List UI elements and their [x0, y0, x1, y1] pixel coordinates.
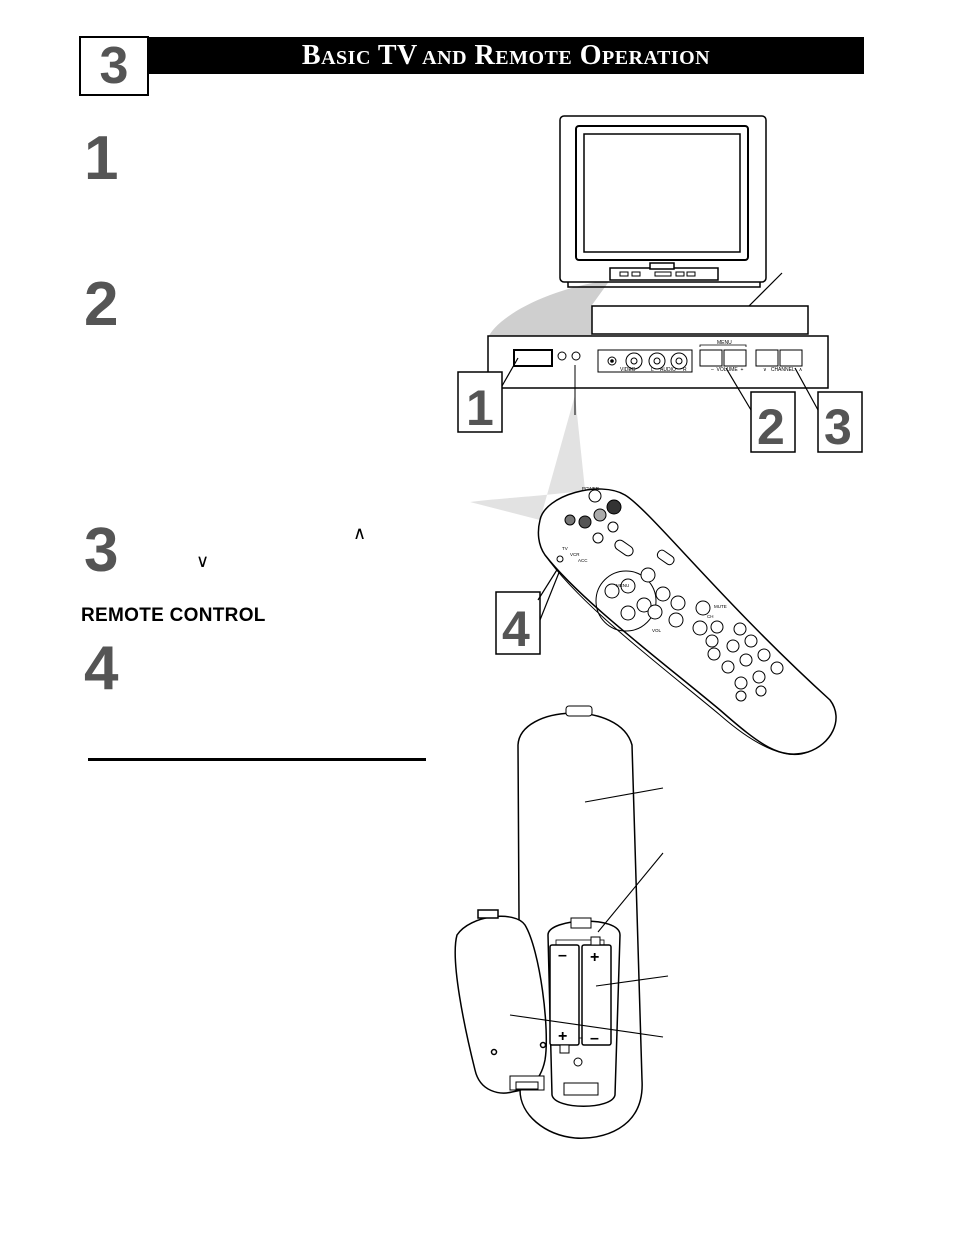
svg-text:L: L: [651, 367, 654, 373]
battery-cover: [454, 909, 548, 1094]
power-button: [513, 349, 553, 367]
volume-up-button: [723, 349, 747, 367]
remote-control-heading: REMOTE CONTROL: [81, 605, 266, 626]
svg-text:ACC: ACC: [578, 558, 588, 563]
svg-text:MUTE: MUTE: [714, 604, 727, 609]
chapter-number-box: 3: [79, 36, 149, 96]
svg-text:VCR: VCR: [570, 552, 580, 557]
tv-set: [559, 115, 767, 288]
svg-text:4: 4: [502, 601, 530, 657]
title-part: REMOTE: [467, 39, 573, 71]
title-part: TV AND: [370, 39, 468, 71]
remote-control: [537, 488, 837, 756]
remote-labels: POWER TV VCR ACC MENU VOL CH MUTE: [562, 486, 727, 633]
tv-front-panel: [487, 305, 829, 389]
zoom-beam: [488, 280, 610, 338]
svg-text:CH: CH: [707, 614, 714, 619]
channel-up-glyph: ∧: [353, 523, 367, 543]
callout-4: 4: [495, 564, 563, 657]
battery-polarity-signs: – + + –: [558, 947, 599, 1047]
remote-beam: [470, 395, 585, 520]
svg-text:AUDIO: AUDIO: [660, 367, 676, 373]
svg-text:+: +: [590, 949, 599, 966]
svg-text:3: 3: [824, 399, 852, 455]
svg-text:TV: TV: [562, 546, 568, 551]
channel-up-button: [779, 349, 803, 367]
title-part: OPERATION: [572, 39, 711, 71]
svg-text:MENU: MENU: [616, 583, 629, 588]
step-4-number: 4: [84, 634, 119, 703]
svg-text:POWER: POWER: [582, 486, 600, 491]
volume-down-button: [699, 349, 723, 367]
battery-leader-lines: [509, 787, 669, 1038]
svg-text:2: 2: [757, 399, 785, 455]
callout-2: 2: [725, 367, 796, 455]
channel-down-glyph: ∨: [196, 551, 210, 571]
svg-text:–: –: [558, 947, 567, 964]
step-1-number: 1: [84, 124, 119, 193]
callout-3: 3: [794, 367, 863, 455]
remote-back: [517, 705, 643, 1139]
red-button: [606, 499, 622, 515]
section-divider: [88, 758, 426, 761]
chapter-number: 3: [99, 37, 129, 95]
svg-text:MENU: MENU: [717, 340, 732, 346]
section-title-bar: BASIC TV AND REMOTE OPERATION: [148, 37, 864, 74]
step-3-number: 3: [84, 516, 119, 585]
callout-1: 1: [457, 357, 519, 436]
svg-text:1: 1: [466, 380, 494, 436]
svg-text:∨ CHANNEL ∧: ∨ CHANNEL ∧: [763, 367, 803, 373]
svg-text:–: –: [590, 1030, 599, 1047]
svg-text:R: R: [683, 367, 687, 373]
svg-text:VIDEO: VIDEO: [620, 367, 636, 373]
title-part: BASIC: [301, 39, 371, 71]
svg-text:+: +: [558, 1028, 567, 1045]
power-button: [588, 489, 602, 503]
svg-text:VOL: VOL: [652, 628, 662, 633]
step-2-number: 2: [84, 270, 119, 339]
channel-down-button: [755, 349, 779, 367]
